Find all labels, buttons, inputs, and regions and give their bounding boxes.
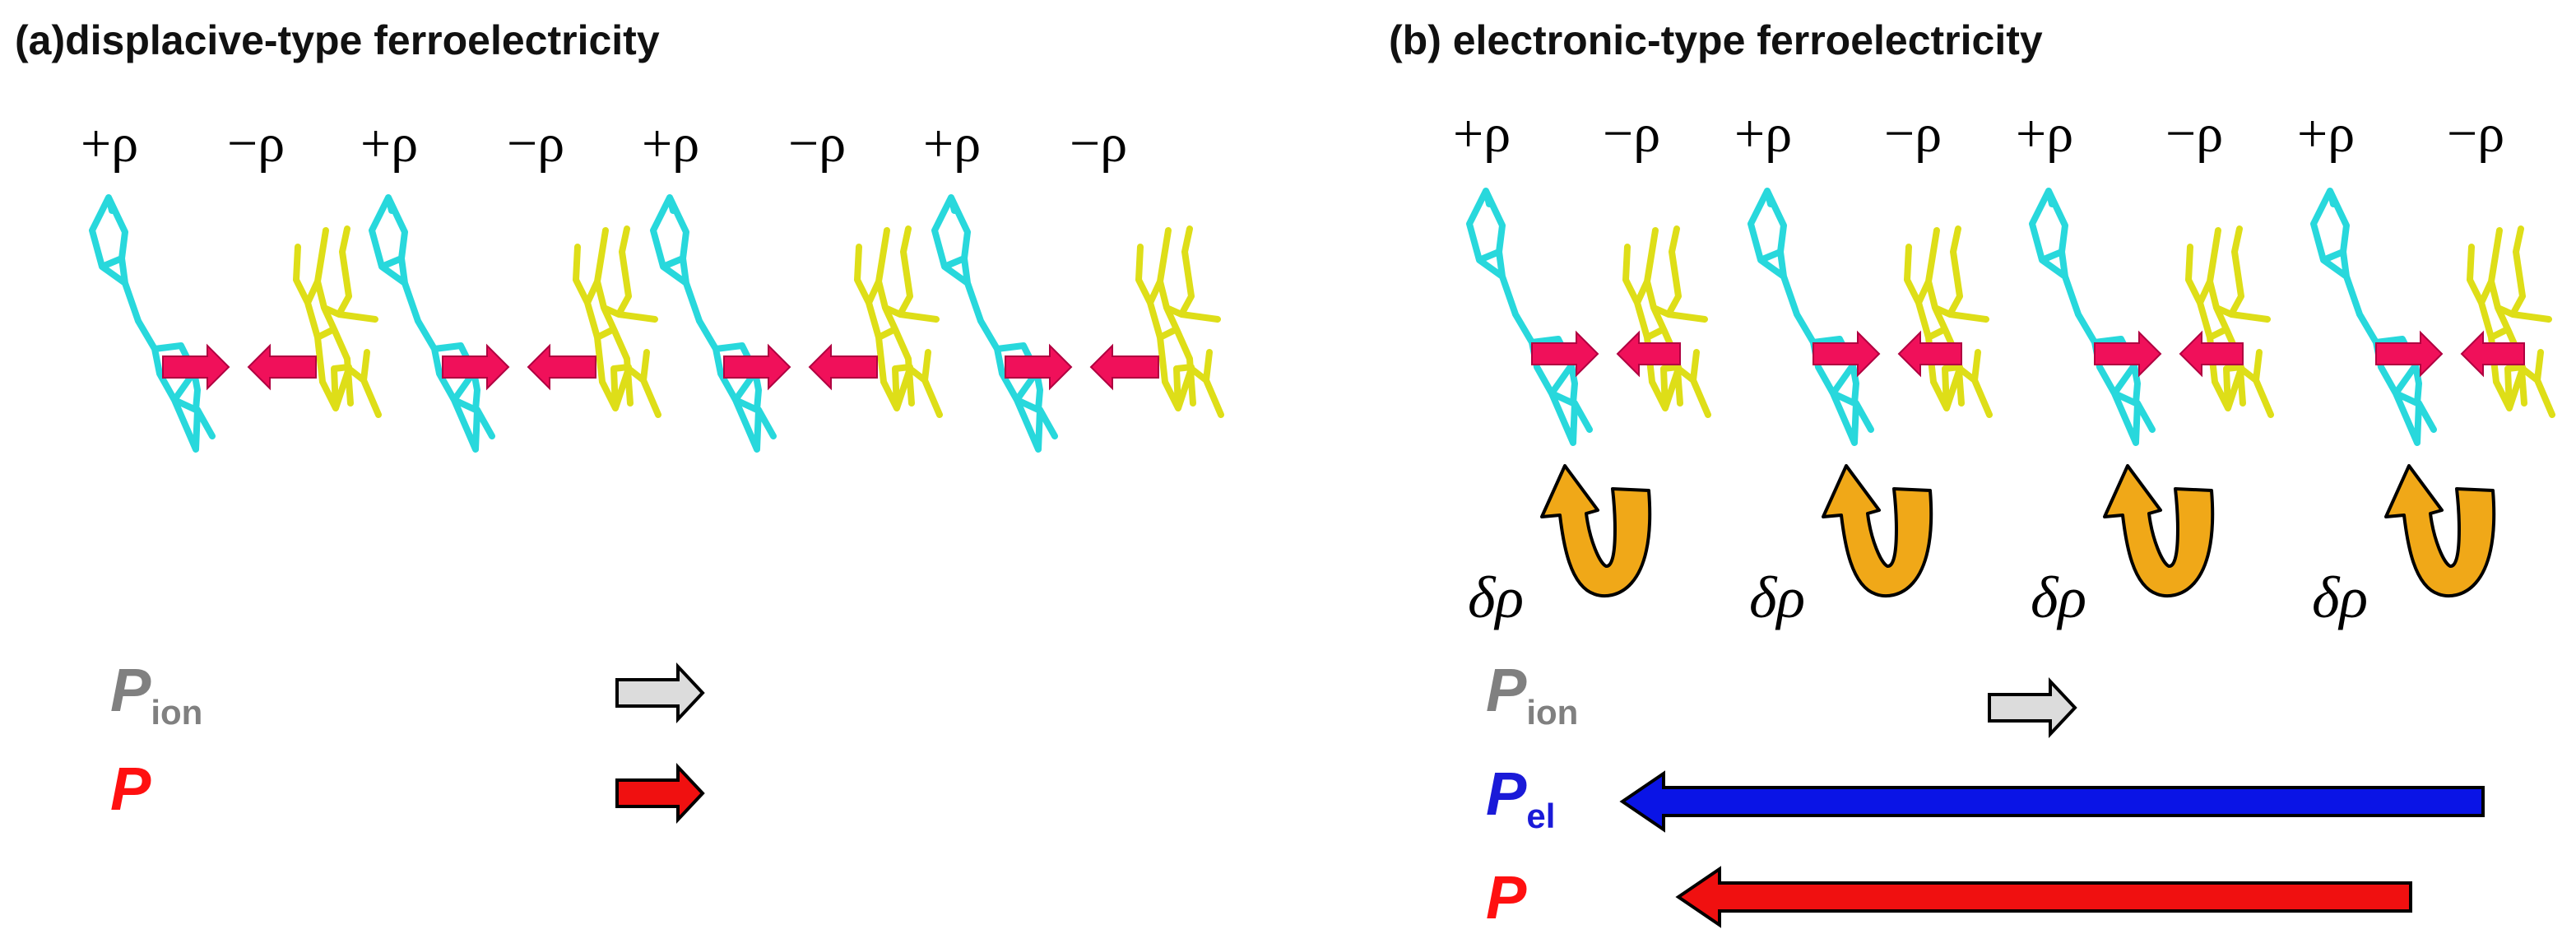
charge-label: −ρ xyxy=(1603,104,1660,164)
charge-label: +ρ xyxy=(81,114,138,174)
p-arrow xyxy=(615,762,705,825)
charge-label: +ρ xyxy=(1734,104,1792,164)
displacement-arrow-right xyxy=(2094,330,2162,378)
charge-label: +ρ xyxy=(923,114,981,174)
p-arrow xyxy=(1675,866,2412,928)
p-label: P xyxy=(110,755,151,823)
displacement-arrow-left xyxy=(527,343,596,391)
charge-label: −ρ xyxy=(788,114,846,174)
donor-molecule xyxy=(92,198,212,449)
charge-label: −ρ xyxy=(2447,104,2504,164)
p-ion-label: Pion xyxy=(1486,656,1578,732)
donor-molecule xyxy=(2032,191,2152,443)
charge-label: +ρ xyxy=(2016,104,2073,164)
p-ion-arrow xyxy=(615,662,705,724)
displacement-arrow-left xyxy=(2179,330,2244,378)
charge-label: −ρ xyxy=(1884,104,1942,164)
charge-transfer-arrow xyxy=(1540,464,1652,598)
displacement-arrow-right xyxy=(723,343,791,391)
charge-label: +ρ xyxy=(2297,104,2355,164)
acceptor-molecule xyxy=(857,229,940,415)
acceptor-molecule xyxy=(2470,229,2552,415)
p-ion-label: Pion xyxy=(110,656,202,732)
charge-transfer-arrow xyxy=(1822,464,1933,598)
p-el-arrow xyxy=(1619,770,2485,833)
acceptor-molecule xyxy=(296,229,378,415)
p-label: P xyxy=(1486,863,1527,932)
delta-rho-label: δρ xyxy=(2031,565,2086,630)
displacement-arrow-left xyxy=(247,343,317,391)
acceptor-molecule xyxy=(1907,229,1989,415)
acceptor-molecule xyxy=(2188,229,2271,415)
donor-molecule xyxy=(935,198,1055,449)
donor-molecule xyxy=(653,198,773,449)
charge-label: +ρ xyxy=(642,114,699,174)
acceptor-molecule xyxy=(1626,229,1708,415)
arrow-layer xyxy=(162,330,2525,928)
charge-label: −ρ xyxy=(507,114,564,174)
acceptor-molecule xyxy=(576,229,658,415)
displacement-arrow-left xyxy=(1616,330,1681,378)
displacement-arrow-right xyxy=(1812,330,1881,378)
charge-label: −ρ xyxy=(227,114,285,174)
molecule-layer xyxy=(92,191,2552,449)
charge-label: +ρ xyxy=(360,114,418,174)
charge-transfer-arrow xyxy=(2384,464,2496,598)
displacement-arrow-right xyxy=(1531,330,1599,378)
delta-rho-label: δρ xyxy=(1468,565,1524,630)
donor-molecule xyxy=(1751,191,1871,443)
charge-label: +ρ xyxy=(1453,104,1511,164)
panel-a-title: (a)displacive-type ferroelectricity xyxy=(15,17,660,63)
donor-molecule xyxy=(2314,191,2434,443)
displacement-arrow-right xyxy=(2375,330,2444,378)
panel-b-title: (b) electronic-type ferroelectricity xyxy=(1389,17,2043,63)
displacement-arrow-left xyxy=(2460,330,2525,378)
p-el-label: Pel xyxy=(1486,760,1555,835)
charge-label: −ρ xyxy=(1070,114,1127,174)
displacement-arrow-left xyxy=(1089,343,1159,391)
displacement-arrow-right xyxy=(1005,343,1073,391)
displacement-arrow-left xyxy=(808,343,878,391)
p-ion-arrow xyxy=(1988,676,2077,739)
delta-rho-label: δρ xyxy=(2312,565,2368,630)
displacement-arrow-right xyxy=(162,343,230,391)
donor-molecule xyxy=(1469,191,1590,443)
delta-rho-label: δρ xyxy=(1749,565,1805,630)
acceptor-molecule xyxy=(1139,229,1221,415)
charge-label: −ρ xyxy=(2165,104,2223,164)
displacement-arrow-right xyxy=(442,343,510,391)
donor-molecule xyxy=(372,198,492,449)
charge-transfer-arrow xyxy=(2103,464,2215,598)
displacement-arrow-left xyxy=(1897,330,1962,378)
